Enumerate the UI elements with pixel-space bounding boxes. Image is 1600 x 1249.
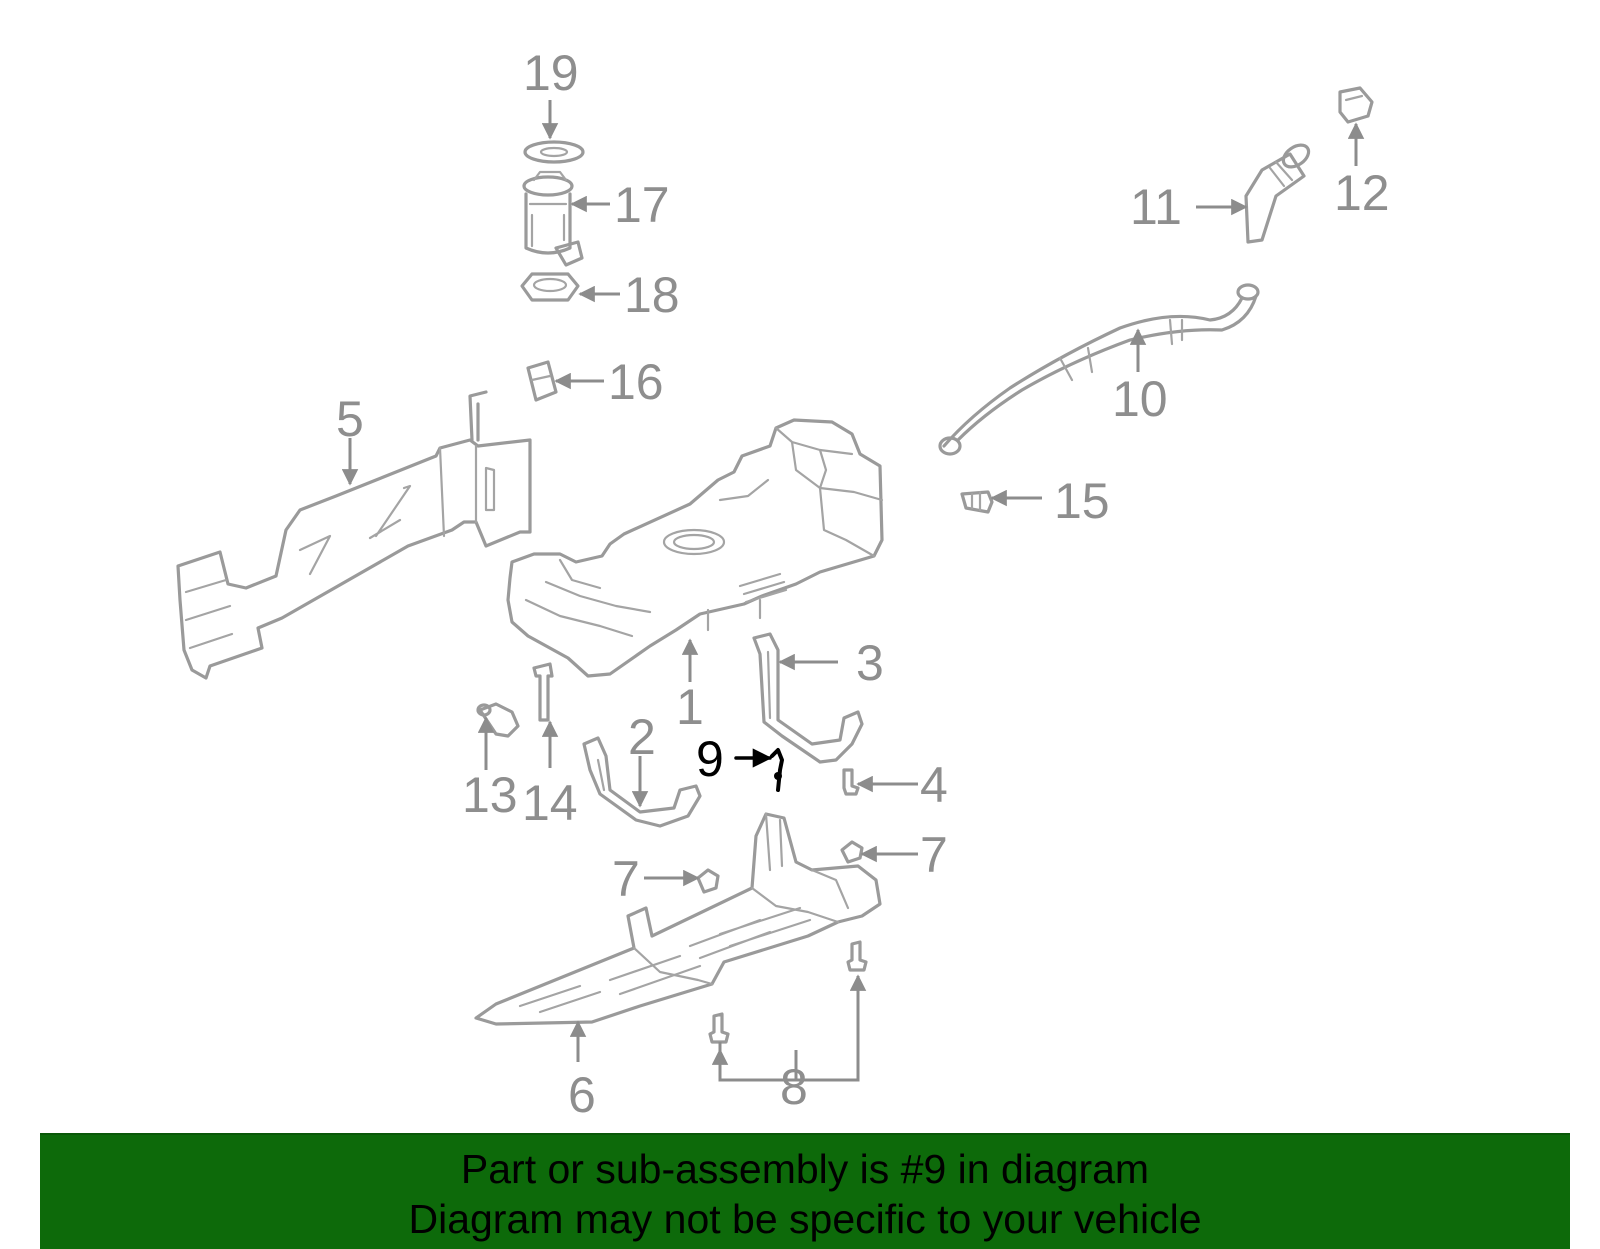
callout-12: 12	[1334, 165, 1390, 221]
leader-lines	[341, 100, 1365, 1082]
part-4-bolt	[842, 768, 860, 796]
callout-labels: 19 17 18 16 5 1 3 2 13 14 9 4 7 7 6 8 10…	[336, 45, 1390, 1123]
footer-disclaimer: Diagram may not be specific to your vehi…	[408, 1196, 1202, 1242]
part-12-fuel-cap	[1338, 86, 1374, 124]
callout-4: 4	[920, 757, 948, 813]
part-13-sensor	[476, 702, 520, 738]
part-16-clip	[526, 360, 558, 402]
part-19-seal-ring	[523, 140, 585, 164]
part-17-fuel-pump-module	[522, 170, 584, 267]
callout-3: 3	[856, 635, 884, 691]
part-7-nut-right	[840, 840, 864, 864]
callout-11: 11	[1130, 179, 1182, 235]
callout-7-left: 7	[612, 851, 640, 907]
callout-7-right: 7	[920, 827, 948, 883]
part-15-clip	[960, 490, 994, 514]
callout-1: 1	[676, 679, 704, 735]
callout-8: 8	[780, 1059, 808, 1115]
callout-9: 9	[696, 731, 724, 787]
part-7-nut-left	[696, 868, 720, 894]
callout-5: 5	[336, 391, 364, 447]
callout-15: 15	[1054, 473, 1110, 529]
callout-10: 10	[1112, 371, 1168, 427]
callout-18: 18	[624, 267, 680, 323]
part-2-tank-strap	[582, 736, 702, 828]
part-18-lock-ring	[520, 272, 580, 302]
part-14-strap-bolt	[532, 662, 554, 722]
callout-16: 16	[608, 354, 664, 410]
part-8-bolt-left	[708, 1012, 730, 1044]
part-9-highlighted-bolt	[770, 748, 784, 792]
callout-2: 2	[628, 709, 656, 765]
part-3-tank-strap	[752, 632, 864, 764]
part-5-heat-shield	[176, 390, 532, 680]
footer-part-note: Part or sub-assembly is #9 in diagram	[460, 1146, 1150, 1192]
part-6-skid-plate	[474, 812, 882, 1026]
callout-6: 6	[568, 1067, 596, 1123]
callout-13: 13	[462, 767, 518, 823]
callout-17: 17	[614, 177, 670, 233]
part-1-fuel-tank	[506, 418, 884, 678]
footer-banner: Part or sub-assembly is #9 in diagram Di…	[40, 1133, 1570, 1249]
part-11-filler-neck	[1244, 143, 1311, 244]
callout-14: 14	[522, 775, 578, 831]
callout-19: 19	[523, 45, 579, 101]
part-8-bolt-right	[846, 940, 868, 972]
part-10-filler-pipe	[938, 283, 1260, 456]
